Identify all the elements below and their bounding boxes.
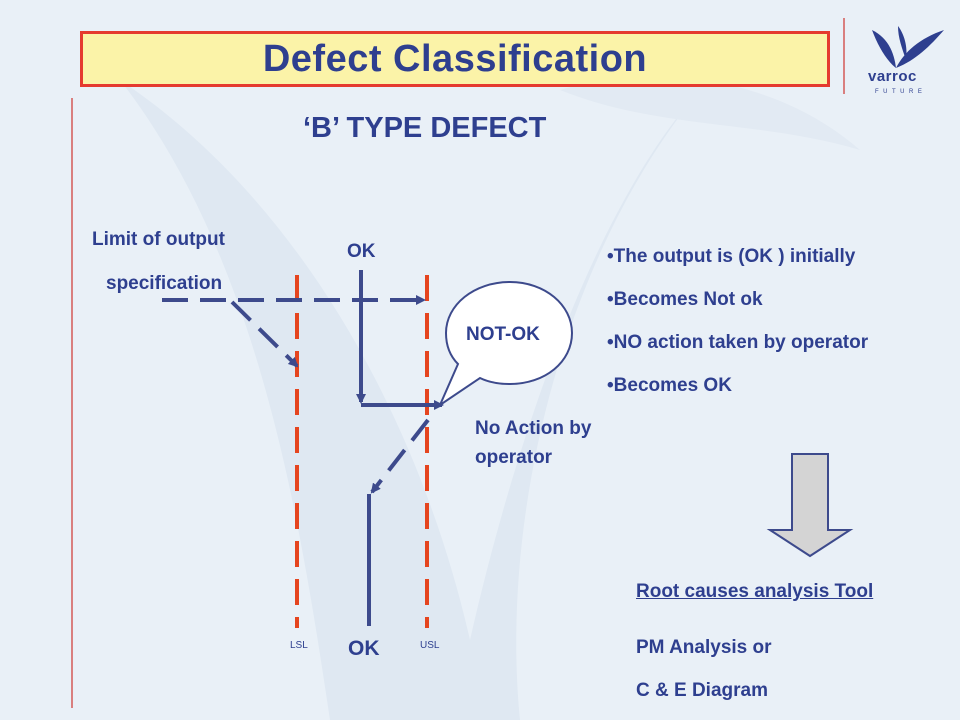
list-item: •Becomes Not ok: [607, 289, 763, 310]
left-divider: [71, 98, 73, 708]
rca-line2: C & E Diagram: [636, 680, 768, 701]
list-item: •NO action taken by operator: [607, 332, 869, 353]
limit-pointer-diagonal: [230, 300, 299, 368]
return-dashed-line: [370, 418, 430, 494]
title-banner: Defect Classification: [80, 31, 830, 87]
list-item: •The output is (OK ) initially: [607, 246, 856, 267]
no-action-line2: operator: [475, 447, 553, 468]
down-arrow-icon: [766, 453, 854, 558]
not-ok-bubble: [437, 280, 574, 408]
ok-top-label: OK: [347, 241, 376, 262]
logo-wordmark: varroc: [868, 68, 917, 85]
ok-bottom-label: OK: [348, 637, 380, 660]
limit-label-line2: specification: [106, 273, 223, 294]
logo-tagline: FUTURE: [875, 89, 927, 95]
observation-list: •The output is (OK ) initially •Becomes …: [607, 246, 868, 418]
usl-label: USL: [420, 640, 440, 651]
rca-heading: Root causes analysis Tool: [636, 581, 874, 602]
list-item: •Becomes OK: [607, 375, 732, 396]
limit-label-line1: Limit of output: [92, 229, 225, 250]
not-ok-label: NOT-OK: [466, 324, 540, 345]
page-title: Defect Classification: [262, 37, 648, 80]
rca-line1: PM Analysis or: [636, 637, 772, 658]
varroc-logo-icon: [872, 26, 944, 68]
header-divider: [843, 18, 845, 94]
no-action-line1: No Action by: [475, 418, 592, 439]
slide-subtitle: ‘B’ TYPE DEFECT: [303, 112, 547, 144]
lsl-label: LSL: [290, 640, 308, 651]
